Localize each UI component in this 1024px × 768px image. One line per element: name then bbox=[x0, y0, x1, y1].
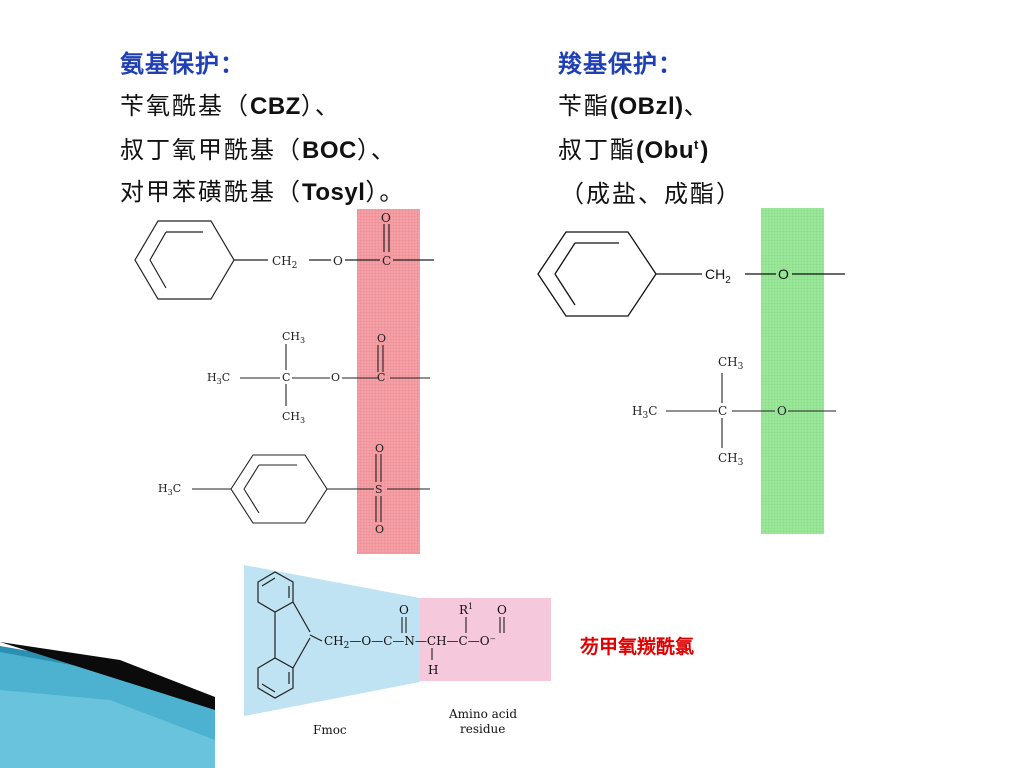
boc-structure bbox=[240, 344, 430, 406]
obut-central-c: C bbox=[718, 404, 727, 418]
green-highlight-band bbox=[761, 208, 824, 534]
cbz-cn: 苄氧酰基（ bbox=[120, 92, 250, 120]
boc-line: 叔丁氧甲酰基（BOC）、 bbox=[120, 130, 397, 165]
cbz-line: 苄氧酰基（CBZ）、 bbox=[120, 86, 341, 121]
boc-c-label: C bbox=[377, 371, 385, 384]
obut-ch3-top: CH3 bbox=[718, 355, 744, 372]
decorative-swoosh bbox=[0, 642, 215, 768]
obut-cn: 叔丁酯 bbox=[558, 136, 636, 164]
tosyl-s-label: S bbox=[375, 483, 383, 496]
tosyl-line: 对甲苯磺酰基（Tosyl）。 bbox=[120, 172, 405, 207]
tosyl-h3c: H3C bbox=[158, 482, 181, 497]
salt-ester-line: （成盐、成酯） bbox=[560, 180, 742, 208]
fluorenyl-structure bbox=[257, 571, 323, 699]
amino-acid-r1: R1 bbox=[459, 602, 473, 617]
obut-o: O bbox=[777, 404, 787, 418]
tosyl-code: Tosyl bbox=[302, 179, 366, 206]
cbz-structure bbox=[134, 220, 434, 300]
amino-protection-heading: 氨基保护： bbox=[120, 50, 245, 78]
boc-code: BOC bbox=[302, 137, 357, 164]
tosyl-o-top: O bbox=[375, 442, 384, 455]
amino-acid-h: H bbox=[428, 663, 438, 677]
cbz-ch2-label: CH2 bbox=[272, 254, 297, 271]
fmoc-chloride-name: 芴甲氧羰酰氯 bbox=[580, 636, 695, 658]
tosyl-end: ）。 bbox=[365, 178, 406, 206]
boc-carbonyl-o: O bbox=[377, 332, 386, 345]
obzl-end: 、 bbox=[683, 92, 710, 120]
boc-ch3-bottom: CH3 bbox=[282, 410, 305, 425]
obzl-structure bbox=[537, 231, 845, 317]
obzl-code: (OBzl) bbox=[610, 93, 684, 120]
cbz-code: CBZ bbox=[250, 93, 301, 120]
cbz-o-label: O bbox=[333, 254, 343, 268]
obut-code: (Obu bbox=[636, 137, 694, 164]
fmoc-bonds bbox=[401, 617, 505, 660]
cbz-carbonyl-o: O bbox=[381, 211, 391, 225]
boc-ch3-top: CH3 bbox=[282, 330, 305, 345]
obut-sup: t bbox=[693, 137, 701, 152]
boc-h3c: H3C bbox=[207, 371, 230, 386]
boc-end: ）、 bbox=[356, 136, 397, 164]
boc-o-label: O bbox=[331, 371, 340, 384]
obut-ch3-bottom: CH3 bbox=[718, 451, 744, 468]
obzl-ch2: CH2 bbox=[705, 266, 731, 286]
obzl-o: O bbox=[778, 266, 789, 282]
amino-acid-pink-region bbox=[420, 598, 551, 681]
amino-acid-carbonyl-o: O bbox=[497, 603, 507, 617]
amino-acid-label-line1: Amino acid bbox=[448, 707, 517, 721]
cbz-c-label: C bbox=[382, 254, 391, 268]
cbz-end: ）、 bbox=[300, 92, 341, 120]
obut-end: ) bbox=[700, 137, 709, 164]
fmoc-blue-region bbox=[244, 565, 420, 716]
obut-structure bbox=[666, 373, 836, 448]
fmoc-chain: CH2—O—C—N—CH—C—O⁻ bbox=[324, 634, 496, 651]
tosyl-cn: 对甲苯磺酰基（ bbox=[120, 178, 302, 206]
tosyl-o-bottom: O bbox=[375, 523, 384, 536]
obut-h3c: H3C bbox=[632, 404, 657, 421]
fmoc-label: Fmoc bbox=[313, 723, 347, 737]
boc-cn: 叔丁氧甲酰基（ bbox=[120, 136, 302, 164]
boc-central-c: C bbox=[282, 371, 290, 384]
fmoc-carbonyl-o: O bbox=[399, 603, 409, 617]
obzl-cn: 苄酯 bbox=[558, 92, 610, 120]
carboxyl-protection-heading: 羧基保护： bbox=[558, 50, 683, 78]
red-highlight-band bbox=[357, 209, 420, 554]
tosyl-structure bbox=[192, 454, 430, 524]
obzl-line: 苄酯(OBzl)、 bbox=[558, 86, 710, 121]
obut-line: 叔丁酯(Obut) bbox=[558, 130, 709, 165]
amino-acid-label-line2: residue bbox=[460, 722, 505, 736]
